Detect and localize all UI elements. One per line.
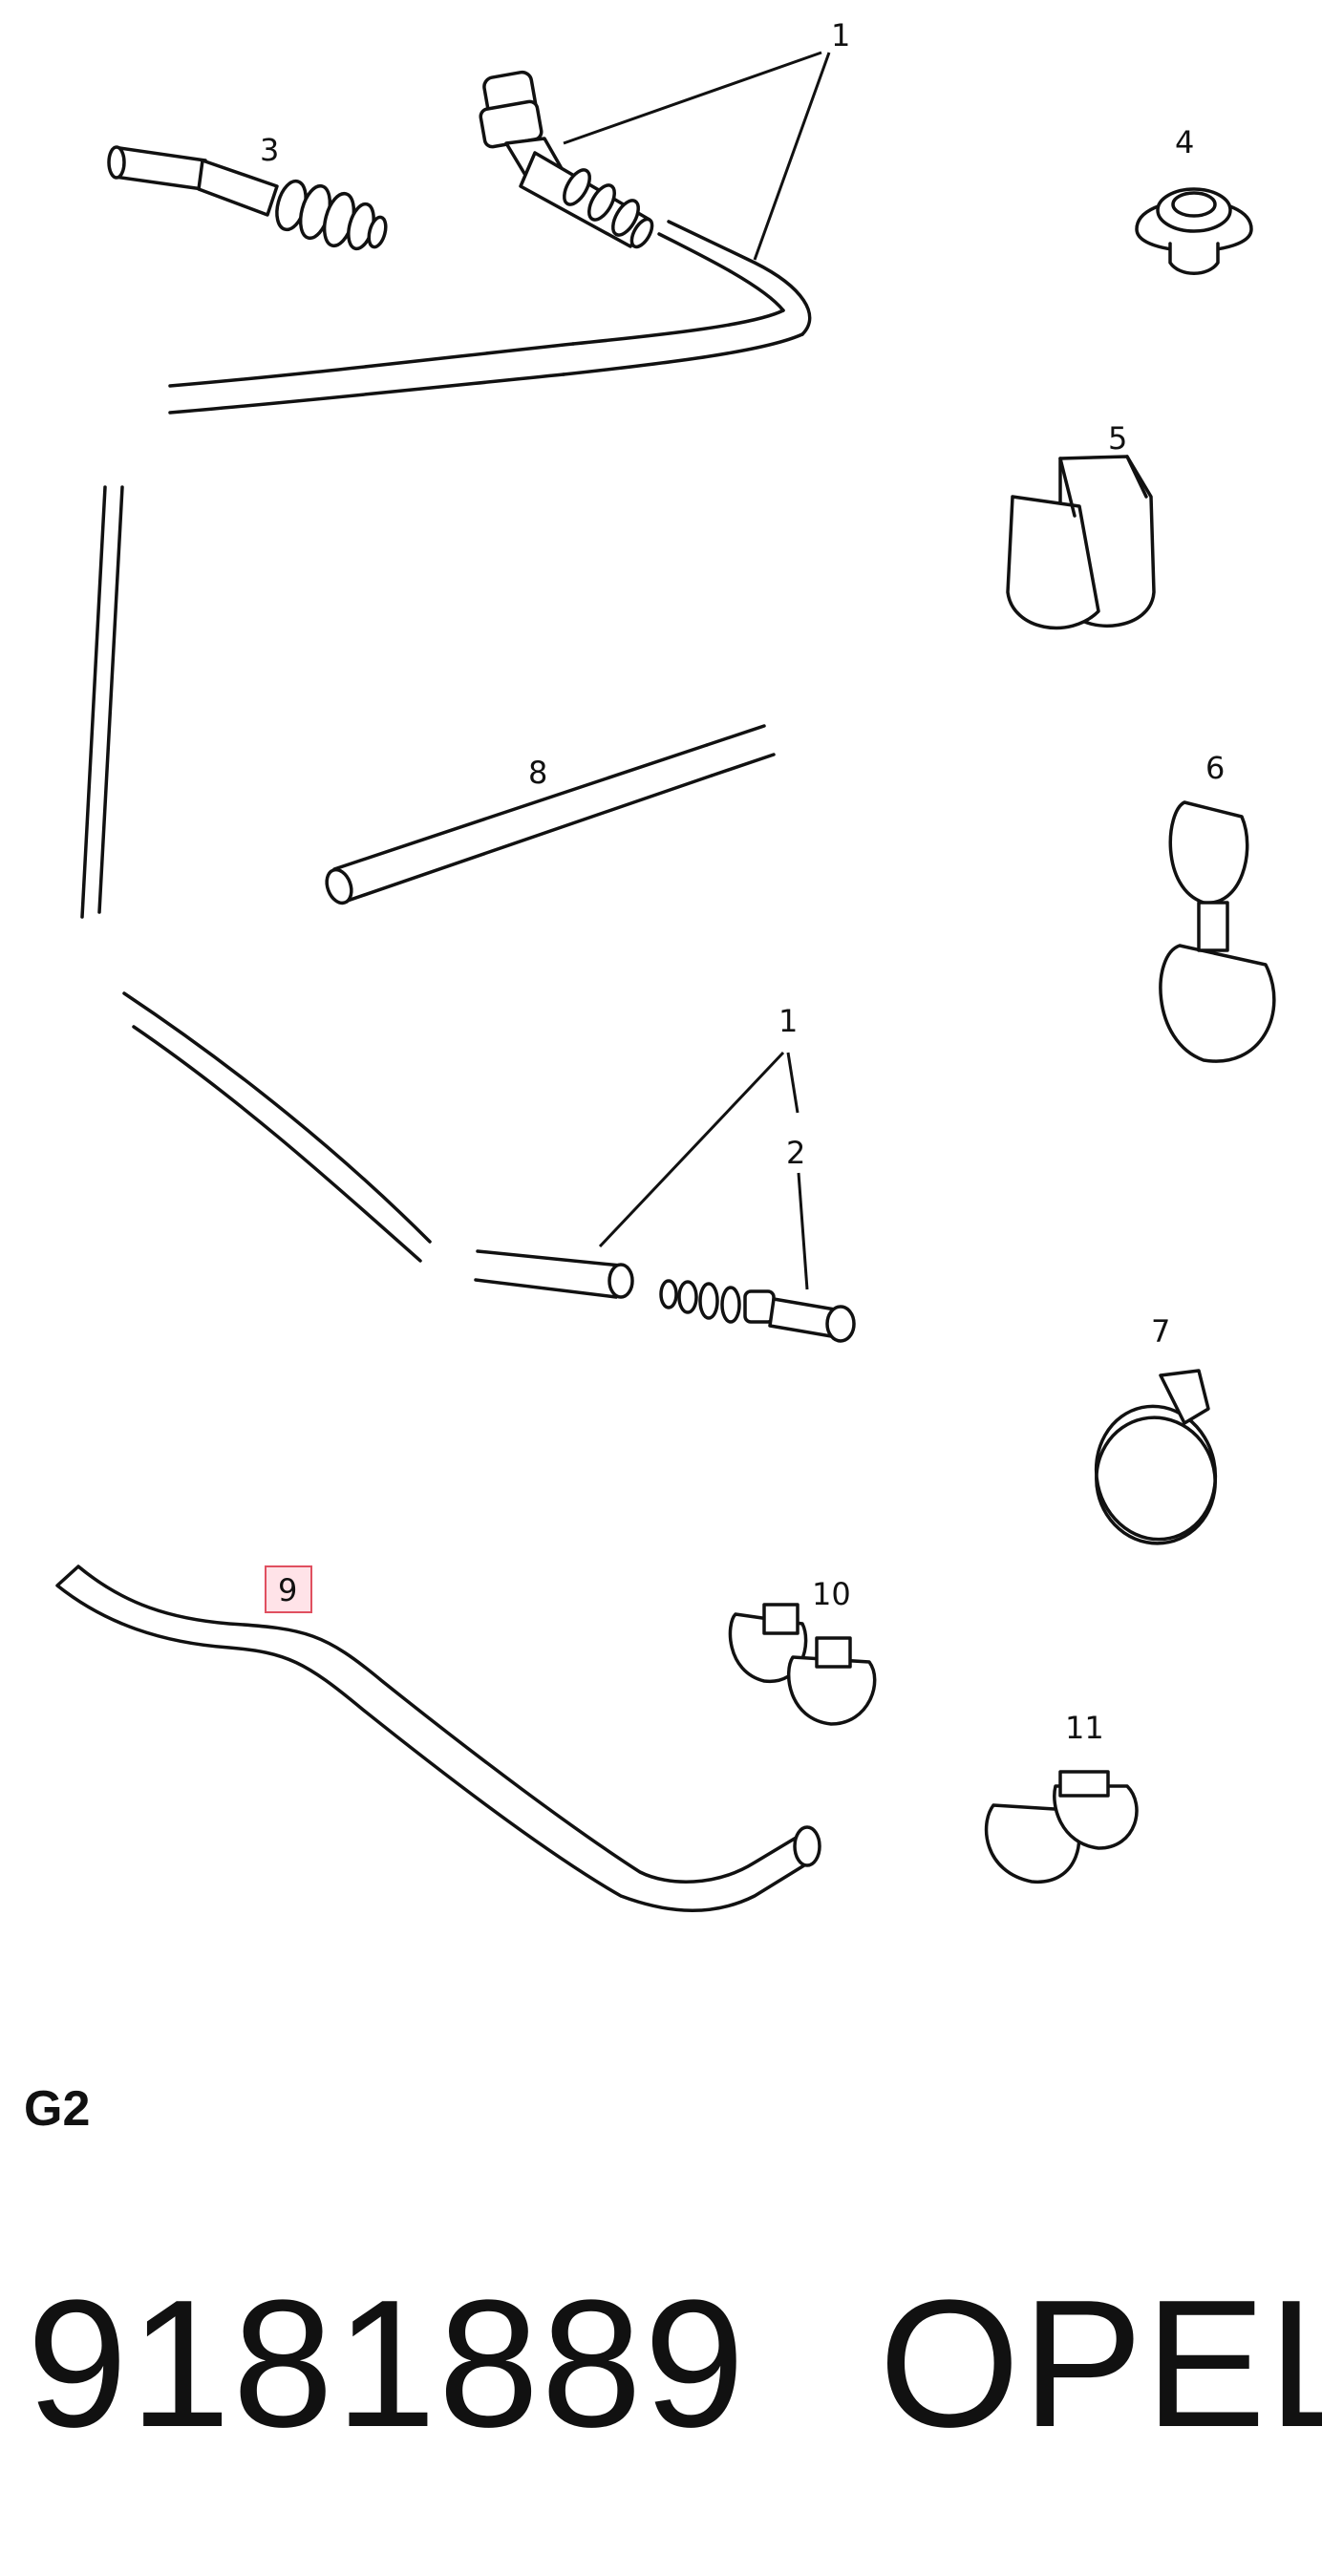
callout-5: 5: [1108, 420, 1127, 457]
sheet-code: G2: [24, 2081, 91, 2137]
connector-elbow-1: [479, 70, 654, 249]
fuel-line-left: [80, 485, 124, 919]
formed-hose-9: [55, 1565, 821, 1912]
clip-5: [1006, 455, 1156, 630]
callout-4: 4: [1175, 124, 1194, 160]
hose-clamp-7: [1094, 1369, 1218, 1545]
callout-3: 3: [260, 132, 279, 168]
part-number: 9181889: [27, 2263, 747, 2465]
callout-10: 10: [812, 1576, 851, 1612]
clip-6: [1159, 800, 1276, 1063]
callout-6: 6: [1205, 750, 1225, 786]
quick-connector-2: [659, 1279, 856, 1343]
callout-11: 11: [1065, 1710, 1104, 1746]
fuel-line-lower: [122, 991, 634, 1299]
clip-10: [728, 1603, 877, 1726]
tube-8: [325, 724, 776, 905]
hose-connector-3: [107, 145, 388, 251]
leader-lines: [563, 51, 831, 1290]
callout-7: 7: [1151, 1313, 1170, 1350]
exploded-parts-diagram: 1 3 4 5 8 6 1 2 7 9 10 11: [55, 17, 1276, 1912]
fuel-line-top: [168, 220, 812, 415]
callout-highlight-box: [265, 1565, 312, 1613]
callout-9: 9: [278, 1572, 297, 1608]
grommet-4: [1135, 187, 1253, 275]
clip-11: [984, 1770, 1139, 1884]
callout-1-top: 1: [831, 17, 850, 53]
callout-8: 8: [528, 755, 547, 791]
callout-1-mid: 1: [778, 1003, 798, 1039]
callout-2: 2: [786, 1135, 805, 1171]
brand-name: OPEL: [879, 2263, 1322, 2465]
